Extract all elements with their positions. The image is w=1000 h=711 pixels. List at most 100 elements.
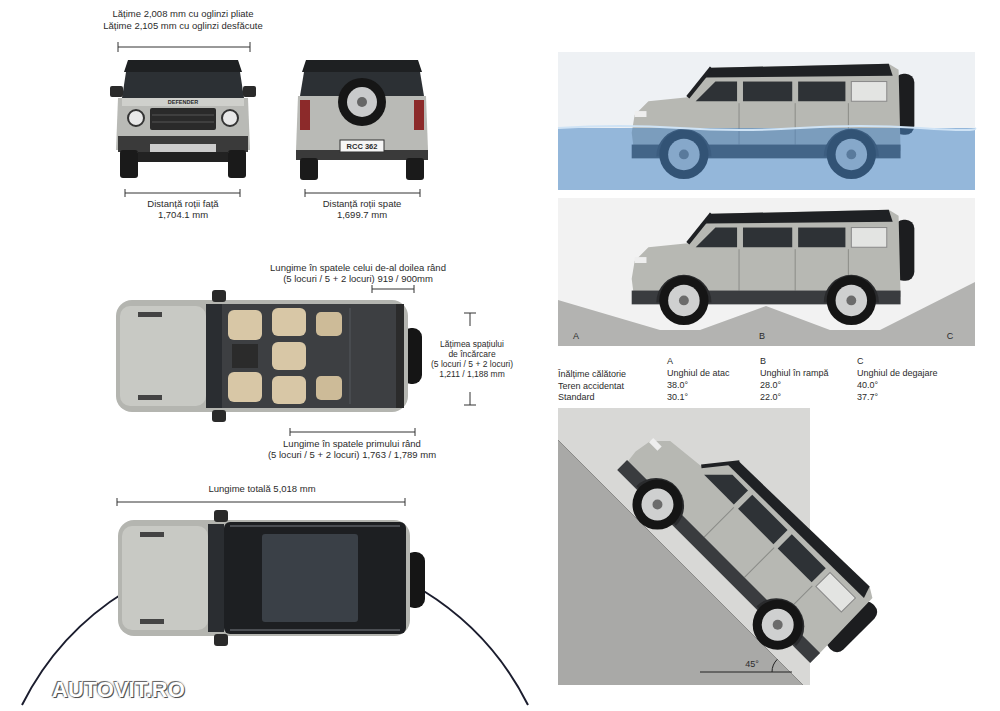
front-view-car: [152, 122, 214, 123]
table-cell: 28.0°: [760, 380, 781, 391]
table-cell: B: [760, 356, 766, 367]
dimension-line: [405, 498, 406, 506]
front-view-car: [124, 60, 242, 72]
table-cell: 38.0°: [667, 380, 688, 391]
terrain-scene: [558, 198, 975, 346]
top-view-interior: [120, 306, 206, 406]
incline-scene: [558, 402, 888, 688]
top-view-roof: [208, 524, 224, 632]
top-view-roof: [140, 532, 164, 537]
top-view-interior: [272, 342, 306, 370]
front-view-car: [128, 110, 144, 126]
rear-view-car: [296, 60, 428, 180]
dimension-line: [305, 193, 420, 194]
top-view-roof: [214, 634, 228, 646]
top-view-interior: [316, 312, 342, 336]
top-view-interior: [228, 372, 262, 402]
top-view-interior: [272, 308, 306, 336]
angle-letter: C: [947, 331, 954, 342]
front-view-car: [150, 144, 216, 152]
rear-view-car: [340, 140, 384, 152]
top-view-interior: [116, 290, 422, 422]
top-view-interior: [316, 376, 342, 400]
dimension-line: [118, 42, 119, 52]
text-line: Lungime în spatele celui de-al doilea râ…: [270, 262, 446, 273]
dimension-label: Lățimea spațiului de încărcare (5 locuri…: [431, 339, 513, 380]
front-view-car: [110, 86, 123, 97]
rear-view-car: [406, 158, 424, 180]
dimension-line: [125, 189, 126, 197]
top-view-roof: [122, 526, 208, 630]
front-view-car: [228, 150, 246, 178]
dimension-label: Distanță roții față 1,704.1 mm: [147, 198, 218, 221]
front-view-car: [122, 72, 244, 98]
table-cell: Înălțime călătorie: [558, 369, 626, 380]
top-view-interior: [222, 304, 400, 408]
dimension-line: [117, 502, 405, 503]
dimension-line: [125, 193, 240, 194]
terrain-scene: [558, 198, 975, 346]
text-line: 1,704.1 mm: [147, 209, 218, 220]
terrain-scene: [632, 210, 915, 325]
dimension-line: [305, 189, 306, 197]
top-view-interior: [232, 344, 258, 368]
text-line: Lungime în spatele primului rând: [268, 438, 436, 449]
wading-scene: [558, 52, 975, 190]
rear-view-car: [347, 87, 377, 117]
dimension-line: [420, 189, 421, 197]
rear-view-car: [300, 158, 318, 180]
dimension-label: Lungime în spatele celui de-al doilea râ…: [270, 262, 446, 285]
text-line: Distanță roții spate: [323, 198, 402, 209]
front-view-car: [222, 110, 238, 126]
table-cell: Unghiul de atac: [667, 368, 730, 379]
text-line: (5 locuri / 5 + 2 locuri): [431, 359, 513, 369]
rear-view-car: [300, 100, 310, 130]
front-view-car: [138, 152, 228, 162]
incline-scene: [602, 402, 888, 688]
rear-view-car: [357, 97, 367, 107]
top-view-interior: [138, 312, 162, 317]
front-view-car: [150, 108, 216, 130]
angle-letter: A: [573, 331, 579, 342]
incline-scene: [602, 402, 888, 688]
incline-scene: [772, 659, 777, 672]
dimension-line: [290, 432, 415, 433]
dimension-line: [470, 392, 471, 405]
dimension-line: [125, 189, 420, 197]
table-cell: 37.7°: [857, 392, 878, 403]
text-line: 1,211 / 1,188 mm: [431, 369, 513, 379]
dimension-line: [464, 405, 476, 406]
top-view-interior: [116, 300, 408, 412]
front-view-car: [243, 86, 256, 97]
dimension-line: [117, 498, 118, 506]
table-cell: Unghiul de degajare: [857, 368, 938, 379]
table-cell: Standard: [558, 392, 595, 403]
top-view-roof: [262, 534, 358, 622]
dimension-line: [118, 42, 250, 52]
table-cell: Unghiul în rampă: [760, 368, 829, 379]
dimension-label: Lățime 2,008 mm cu oglinzi pliate: [113, 8, 254, 19]
table-cell: Teren accidentat: [558, 381, 624, 392]
wading-scene: [558, 128, 975, 190]
front-view-car: [118, 136, 248, 152]
dimension-label: Distanță roții spate 1,699.7 mm: [323, 198, 402, 221]
wading-scene: [558, 126, 975, 130]
table-cell: A: [667, 356, 673, 367]
top-view-interior: [138, 395, 162, 400]
table-cell: 30.1°: [667, 392, 688, 403]
rear-view-car: [338, 78, 386, 126]
front-view-car: [122, 98, 244, 106]
dimension-line: [290, 428, 291, 436]
front-view-car: [110, 60, 256, 178]
top-view-interior: [350, 308, 351, 404]
front-view-car: [120, 150, 138, 178]
table-cell: C: [857, 356, 864, 367]
incline-scene: [700, 672, 792, 673]
top-view-roof: [230, 525, 400, 527]
wading-scene: [558, 52, 975, 190]
top-view-interior: [272, 376, 306, 404]
top-view-roof: [118, 520, 410, 636]
dimension-line: [240, 189, 241, 197]
top-view-roof: [214, 510, 228, 522]
